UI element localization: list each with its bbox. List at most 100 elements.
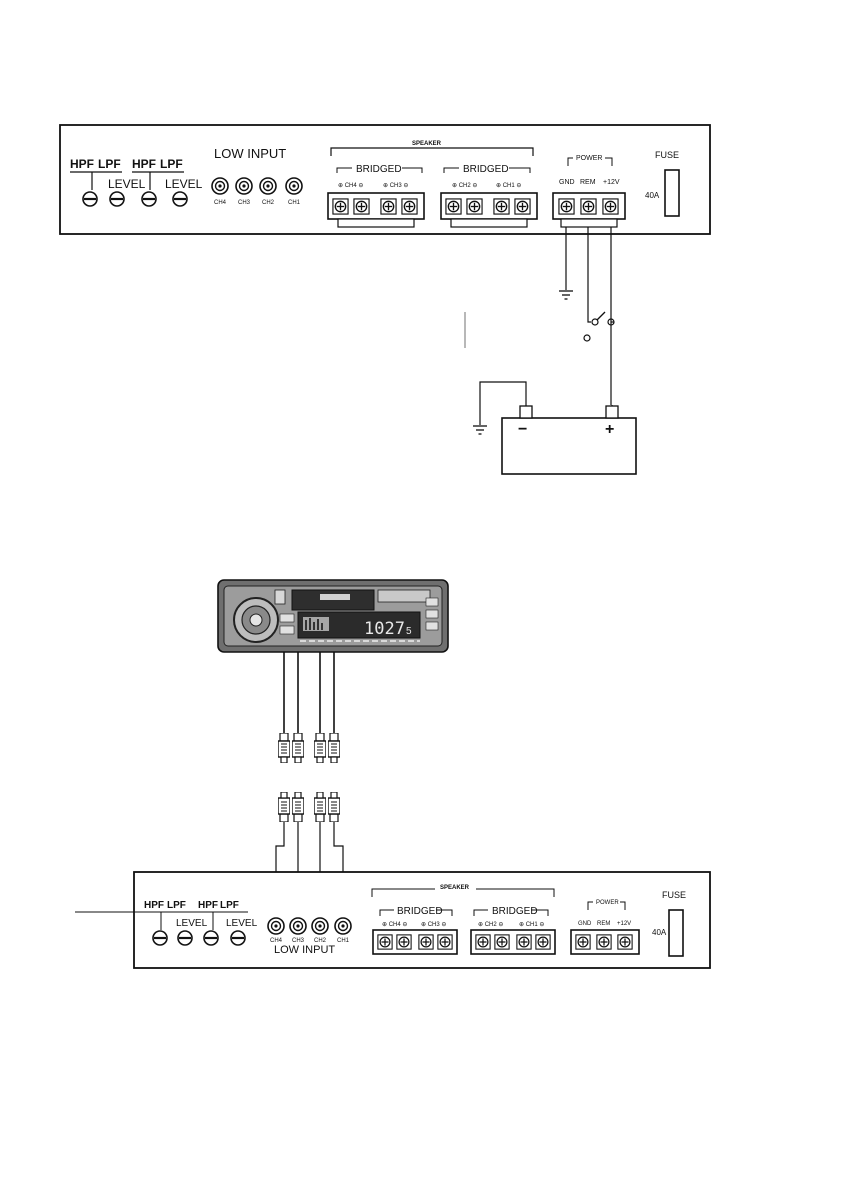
lpf-knob-b2[interactable]: [231, 931, 245, 945]
power-terminal-b-12v[interactable]: [618, 935, 632, 949]
hpf-knob-2[interactable]: [142, 192, 156, 206]
speaker-terminal-b-ch3-pos[interactable]: [419, 935, 433, 949]
power-label: POWER: [576, 155, 602, 162]
rca-jack-ch1[interactable]: [286, 178, 302, 194]
speaker-terminal-b-ch4-pos[interactable]: [378, 935, 392, 949]
fuse[interactable]: [665, 170, 679, 216]
speaker-terminal-b-ch3-neg[interactable]: [438, 935, 452, 949]
rca-jack-ch3[interactable]: [236, 178, 252, 194]
speaker-terminal-ch2-pos[interactable]: [446, 199, 461, 214]
amplifier-bottom: HPF LPF HPF LPF LEVEL LEVEL CH4 CH3 CH2 …: [75, 872, 710, 968]
terminal-label-ch3: ⊕ CH3 ⊖: [383, 183, 408, 189]
bridged-label-right: BRIDGED: [463, 164, 509, 175]
rem-label: REM: [580, 179, 596, 186]
ch-label-ch1: CH1: [288, 200, 301, 206]
power-terminal-rem[interactable]: [581, 199, 596, 214]
power-terminal-b-rem[interactable]: [597, 935, 611, 949]
speaker-terminal-ch2-neg[interactable]: [467, 199, 482, 214]
terminal-label-ch2: ⊕ CH2 ⊖: [452, 183, 477, 189]
rca-plug-lower-2: [292, 792, 304, 822]
terminal-label-ch4: ⊕ CH4 ⊖: [338, 183, 363, 189]
hpf-label-1: HPF: [70, 157, 94, 171]
hpf-knob-b2[interactable]: [204, 931, 218, 945]
gnd-label-b: GND: [578, 921, 592, 927]
amplifier-top: HPF LPF HPF LPF LEVEL LEVEL LOW INPUT CH…: [60, 125, 710, 234]
battery-negative-terminal[interactable]: [520, 406, 532, 418]
fuse-b[interactable]: [669, 910, 683, 956]
chassis-ground-icon: [559, 291, 573, 299]
hpf-label-2: HPF: [132, 157, 156, 171]
speaker-terminal-ch3-pos[interactable]: [381, 199, 396, 214]
lpf-label-1: LPF: [98, 157, 121, 171]
fuse-label: FUSE: [655, 150, 679, 160]
speaker-terminal-ch1-pos[interactable]: [494, 199, 509, 214]
level-label-1: LEVEL: [108, 177, 146, 191]
lpf-knob-2[interactable]: [173, 192, 187, 206]
rca-plug-upper-1: [278, 733, 290, 763]
speaker-terminal-b-ch1-neg[interactable]: [536, 935, 550, 949]
rca-plug-upper-3: [314, 733, 326, 763]
ch-label-ch2: CH2: [262, 200, 275, 206]
rca-jack-ch4[interactable]: [212, 178, 228, 194]
bridged-label-left: BRIDGED: [356, 164, 402, 175]
terminal-label-b-ch1: ⊕ CH1 ⊖: [519, 922, 544, 928]
hpf-knob-1[interactable]: [83, 192, 97, 206]
lpf-label-b1: LPF: [167, 900, 186, 911]
rca-jack-b-ch3[interactable]: [290, 918, 306, 934]
lpf-knob-b1[interactable]: [178, 931, 192, 945]
rca-plug-lower-3: [314, 792, 326, 822]
level-label-2: LEVEL: [165, 177, 203, 191]
head-unit: 1027 5: [218, 580, 448, 652]
battery-positive-terminal[interactable]: [606, 406, 618, 418]
hpf-knob-b1[interactable]: [153, 931, 167, 945]
ch-label-ch3: CH3: [238, 200, 251, 206]
speaker-terminal-ch1-neg[interactable]: [515, 199, 530, 214]
speaker-terminal-ch4-neg[interactable]: [354, 199, 369, 214]
power-terminal-b-gnd[interactable]: [576, 935, 590, 949]
rca-jack-ch2[interactable]: [260, 178, 276, 194]
power-terminal-12v[interactable]: [603, 199, 618, 214]
hpf-label-b2: HPF: [198, 900, 218, 911]
frequency-readout-suffix: 5: [406, 626, 412, 637]
terminal-label-b-ch4: ⊕ CH4 ⊖: [382, 922, 407, 928]
hpf-label-b1: HPF: [144, 900, 164, 911]
bridged-label-b-left: BRIDGED: [397, 906, 443, 917]
lpf-label-2: LPF: [160, 157, 183, 171]
ch-label-ch4: CH4: [214, 200, 227, 206]
gnd-label: GND: [559, 179, 575, 186]
speaker-terminal-ch4-pos[interactable]: [333, 199, 348, 214]
speaker-terminal-b-ch4-neg[interactable]: [397, 935, 411, 949]
rca-plug-upper-2: [292, 733, 304, 763]
rca-jack-b-ch1[interactable]: [335, 918, 351, 934]
power-label-b: POWER: [596, 900, 619, 906]
battery-positive-label: +: [605, 421, 614, 438]
speaker-terminal-b-ch2-neg[interactable]: [495, 935, 509, 949]
rca-plug-lower-1: [278, 792, 290, 822]
lpf-knob-1[interactable]: [110, 192, 124, 206]
fuse-rating: 40A: [645, 191, 660, 200]
low-input-label-b: LOW INPUT: [274, 944, 335, 956]
rca-plug-upper-4: [328, 733, 340, 763]
rca-plug-lower-4: [328, 792, 340, 822]
fuse-label-b: FUSE: [662, 890, 686, 900]
rca-jack-b-ch4[interactable]: [268, 918, 284, 934]
v12-label-b: +12V: [617, 921, 631, 927]
level-label-b1: LEVEL: [176, 918, 208, 929]
v12-label: +12V: [603, 179, 620, 186]
terminal-label-b-ch3: ⊕ CH3 ⊖: [421, 922, 446, 928]
speaker-label: SPEAKER: [412, 141, 442, 147]
terminal-label-b-ch2: ⊕ CH2 ⊖: [478, 922, 503, 928]
battery-negative-label: −: [518, 421, 527, 438]
power-terminal-gnd[interactable]: [559, 199, 574, 214]
speaker-terminal-b-ch1-pos[interactable]: [517, 935, 531, 949]
rem-label-b: REM: [597, 921, 610, 927]
bridged-label-b-right: BRIDGED: [492, 906, 538, 917]
lpf-label-b2: LPF: [220, 900, 239, 911]
speaker-terminal-ch3-neg[interactable]: [402, 199, 417, 214]
frequency-readout: 1027: [364, 619, 405, 639]
rca-jack-b-ch2[interactable]: [312, 918, 328, 934]
speaker-terminal-b-ch2-pos[interactable]: [476, 935, 490, 949]
ignition-switch-icon: [597, 312, 605, 320]
fuse-rating-b: 40A: [652, 928, 667, 937]
